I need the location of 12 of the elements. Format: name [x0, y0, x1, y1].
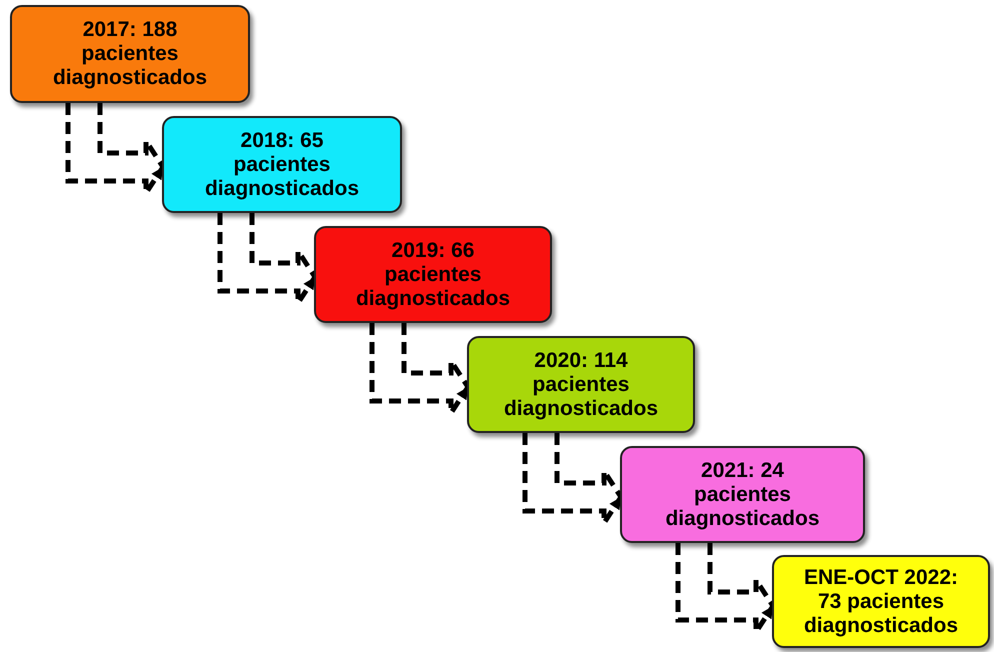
box-text: 2017: 188 pacientes diagnosticados: [52, 18, 208, 90]
year-box: [467, 336, 695, 433]
year-box: [10, 5, 250, 103]
box-text: 2019: 66 pacientes diagnosticados: [354, 238, 512, 310]
box-text: 2020: 114 pacientes diagnosticados: [502, 348, 660, 420]
box-text: 2018: 65 pacientes diagnosticados: [204, 128, 360, 200]
box-text: ENE-OCT 2022: 73 pacientes diagnosticados: [802, 566, 960, 638]
year-box: [620, 446, 865, 543]
year-box: [314, 226, 552, 323]
year-box: [162, 116, 402, 213]
box-text: 2021: 24 pacientes diagnosticados: [664, 458, 821, 530]
year-box: [772, 555, 990, 648]
